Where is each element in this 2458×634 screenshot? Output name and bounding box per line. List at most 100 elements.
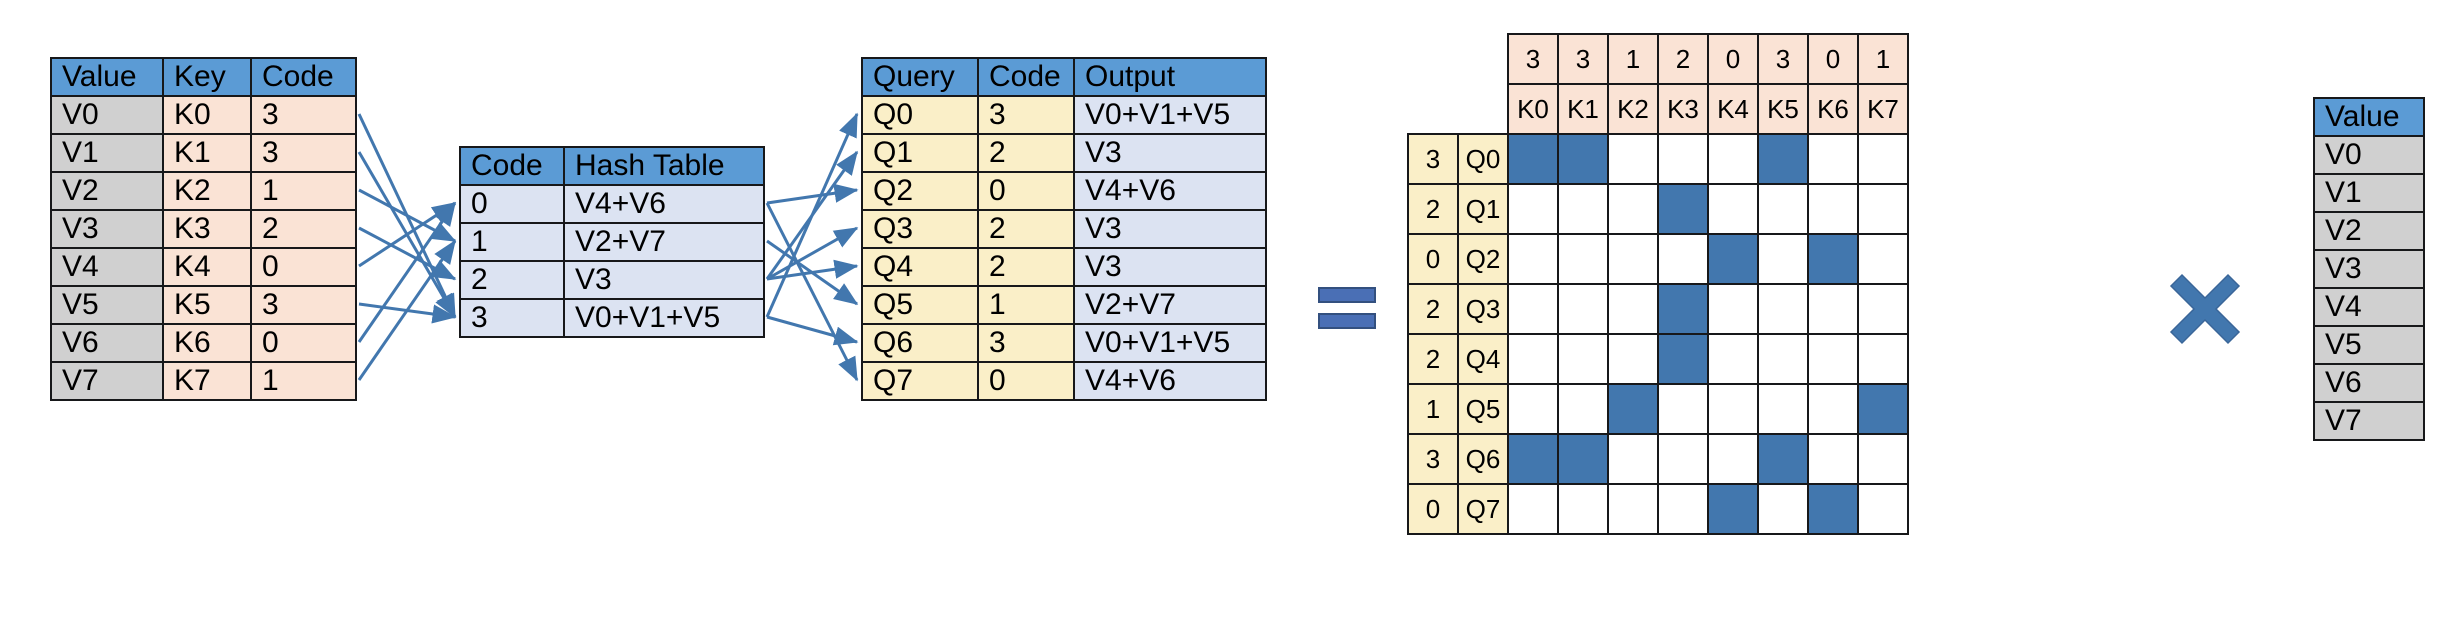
arrow-V4-to-code-0 xyxy=(358,201,457,268)
arrow-V0-to-code-3 xyxy=(357,113,457,319)
arrow-V7-to-code-1 xyxy=(357,239,457,381)
hash-table-code-0: 0 xyxy=(459,184,565,224)
matrix-row-query-5: Q5 xyxy=(1457,383,1509,435)
matrix-cell-Q4-K0 xyxy=(1507,333,1559,385)
matrix-row-code-2: 0 xyxy=(1407,233,1459,285)
matrix-cell-Q3-K7 xyxy=(1857,283,1909,335)
arrow-V3-to-code-2 xyxy=(358,226,457,281)
arrow-code-2-to-Q1 xyxy=(765,150,859,280)
key-table-code-2: 1 xyxy=(250,171,357,211)
matrix-cell-Q0-K6 xyxy=(1807,133,1859,185)
matrix-cell-Q5-K7 xyxy=(1857,383,1909,435)
matrix-row-query-1: Q1 xyxy=(1457,183,1509,235)
key-table-key-5: K5 xyxy=(162,285,252,325)
column-header-value: Value xyxy=(50,57,164,97)
matrix-col-key-0: K0 xyxy=(1507,83,1559,135)
arrow-V2-to-code-1 xyxy=(358,188,457,243)
key-table-value-1: V1 xyxy=(50,133,164,173)
matrix-cell-Q1-K3 xyxy=(1657,183,1709,235)
matrix-cell-Q3-K6 xyxy=(1807,283,1859,335)
key-table-key-3: K3 xyxy=(162,209,252,249)
hash-table-bucket-3: V0+V1+V5 xyxy=(563,298,765,338)
query-table-query-6: Q6 xyxy=(861,323,979,363)
matrix-cell-Q6-K0 xyxy=(1507,433,1559,485)
matrix-cell-Q0-K1 xyxy=(1557,133,1609,185)
matrix-cell-Q4-K6 xyxy=(1807,333,1859,385)
matrix-cell-Q3-K4 xyxy=(1707,283,1759,335)
value-table-value-5: V5 xyxy=(2313,325,2425,365)
matrix-cell-Q5-K6 xyxy=(1807,383,1859,435)
query-table-query-7: Q7 xyxy=(861,361,979,401)
key-table-value-0: V0 xyxy=(50,95,164,135)
matrix-cell-Q2-K3 xyxy=(1657,233,1709,285)
arrow-V1-to-code-3 xyxy=(357,151,457,319)
matrix-cell-Q1-K1 xyxy=(1557,183,1609,235)
arrow-code-0-to-Q7 xyxy=(765,202,859,382)
key-table-key-2: K2 xyxy=(162,171,252,211)
query-table-output-3: V3 xyxy=(1073,209,1267,249)
matrix-cell-Q5-K0 xyxy=(1507,383,1559,435)
matrix-row-code-4: 2 xyxy=(1407,333,1459,385)
matrix-col-code-7: 1 xyxy=(1857,33,1909,85)
query-table-output-6: V0+V1+V5 xyxy=(1073,323,1267,363)
arrow-code-2-to-Q3 xyxy=(766,226,859,281)
column-header-code: Code xyxy=(977,57,1075,97)
key-table-code-1: 3 xyxy=(250,133,357,173)
value-table-value-3: V3 xyxy=(2313,249,2425,289)
matrix-corner-spacer-d xyxy=(1458,84,1508,134)
hash-table-code-2: 2 xyxy=(459,260,565,300)
table-header-row: Value Key Code xyxy=(50,57,357,97)
matrix-cell-Q1-K0 xyxy=(1507,183,1559,235)
query-table-query-0: Q0 xyxy=(861,95,979,135)
arrow-code-3-to-Q6 xyxy=(766,315,859,346)
matrix-cell-Q3-K5 xyxy=(1757,283,1809,335)
key-table-value-5: V5 xyxy=(50,285,164,325)
matrix-corner-spacer-b xyxy=(1458,34,1508,84)
arrow-V5-to-code-3 xyxy=(358,302,457,324)
matrix-cell-Q2-K7 xyxy=(1857,233,1909,285)
table-row: V2 xyxy=(2313,211,2425,251)
column-header-hash-table: Hash Table xyxy=(563,146,765,186)
query-table-query-1: Q1 xyxy=(861,133,979,173)
matrix-cell-Q0-K4 xyxy=(1707,133,1759,185)
matrix-cell-Q1-K7 xyxy=(1857,183,1909,235)
matrix-cell-Q5-K4 xyxy=(1707,383,1759,435)
matrix-row-query-3: Q3 xyxy=(1457,283,1509,335)
matrix-col-code-0: 3 xyxy=(1507,33,1559,85)
matrix-cell-Q2-K1 xyxy=(1557,233,1609,285)
query-table-output-2: V4+V6 xyxy=(1073,171,1267,211)
matrix-col-code-1: 3 xyxy=(1557,33,1609,85)
matrix-cell-Q0-K3 xyxy=(1657,133,1709,185)
query-table-query-3: Q3 xyxy=(861,209,979,249)
matrix-cell-Q5-K1 xyxy=(1557,383,1609,435)
hash-table-bucket-0: V4+V6 xyxy=(563,184,765,224)
value-table-value-4: V4 xyxy=(2313,287,2425,327)
matrix-cell-Q5-K3 xyxy=(1657,383,1709,435)
matrix-col-key-2: K2 xyxy=(1607,83,1659,135)
matrix-cell-Q1-K5 xyxy=(1757,183,1809,235)
matrix-row-query-2: Q2 xyxy=(1457,233,1509,285)
matrix-row-code-3: 2 xyxy=(1407,283,1459,335)
key-table-value-7: V7 xyxy=(50,361,164,401)
column-header-query: Query xyxy=(861,57,979,97)
key-table-value-2: V2 xyxy=(50,171,164,211)
arrow-code-3-to-Q0 xyxy=(765,112,859,318)
matrix-cell-Q4-K7 xyxy=(1857,333,1909,385)
matrix-cell-Q6-K1 xyxy=(1557,433,1609,485)
matrix-cell-Q6-K3 xyxy=(1657,433,1709,485)
table-header-row: Code Hash Table xyxy=(459,146,765,186)
